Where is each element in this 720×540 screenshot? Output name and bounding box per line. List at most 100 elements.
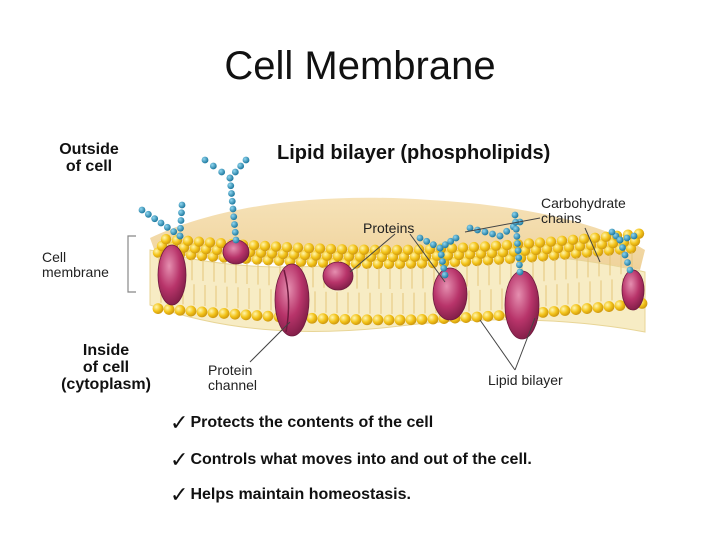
protein-blob [157,244,187,306]
bullet-text: Helps maintain homeostasis. [190,486,411,503]
sugar-bead [144,210,152,218]
lipid-head [339,313,351,325]
lipid-head [251,310,263,321]
protein-blob [222,239,250,265]
sugar-bead [170,228,178,236]
protein-blob [322,261,354,291]
inside-line-3: (cytoplasm) [61,376,151,393]
lipid-head [416,314,428,325]
checkmark-icon: ✓ [170,482,189,507]
lipid-head [317,313,329,325]
lipid-head [229,308,241,320]
cell-membrane-label: Cell membrane [42,250,109,280]
sugar-bead [423,237,431,245]
lipid-head [259,240,271,252]
lipid-head [614,300,626,311]
sugar-bead [231,228,239,236]
sugar-bead [176,232,184,240]
lipid-head [196,306,208,318]
channel-line-1: Protein [208,362,253,378]
sugar-bead [226,174,234,182]
lipid-head [600,231,612,243]
lipid-head [402,244,414,256]
lipid-head [336,244,348,255]
lipid-head [567,234,579,246]
lipid-head [468,241,480,253]
lipid-head [328,313,340,325]
lipid-head [306,312,318,324]
page-title: Cell Membrane [224,44,496,88]
lipid-head [185,305,197,317]
carb-leader-1 [584,227,601,263]
inside-line-1: Inside [82,342,130,359]
sugar-bead [436,244,444,252]
channel-line-2: channel [208,377,258,393]
lipid-head [292,242,304,253]
lipid-head [460,312,472,323]
lipid-head [548,306,560,317]
lipid-bilayer-label: Lipid bilayer [488,372,563,388]
lipid-head [570,304,582,315]
sugar-bead [619,244,626,251]
lipid-head [303,242,315,254]
lipid-head [589,232,601,244]
outside-line-1: Outside [59,141,119,158]
lipid-head [482,310,494,322]
sugar-bead [231,168,239,176]
proteins-leader-1 [349,233,396,273]
lipid-head [559,305,571,316]
lipid-head [347,244,359,255]
lipid-head [270,241,282,252]
carb-line-1: Carbohydrate [541,195,626,211]
lipid-head [534,237,546,248]
sugar-bead [163,223,171,231]
sugar-bead [218,168,226,176]
lipid-head [325,243,337,255]
lipid-head [163,304,175,315]
lipid-head [240,309,252,321]
lipid-head [394,314,406,326]
lipid-head [182,235,194,247]
sugar-bead [440,264,448,272]
lipid-head [603,301,615,312]
sugar-bead [512,225,520,233]
carb-leader-2 [464,217,541,233]
lipid-head [372,314,384,326]
protein-blob [621,269,645,311]
lipid-head [581,303,593,314]
lipid-head [204,237,216,248]
checkmark-icon: ✓ [170,410,189,435]
lipid-head [193,236,205,247]
channel-leader [249,321,291,363]
lipid-head [493,310,505,322]
sugar-bead [513,232,521,240]
lipid-head [523,238,535,249]
sugar-bead [511,211,519,219]
sugar-bead [515,261,523,269]
lipid-head [160,234,172,245]
lipid-head [358,244,370,255]
lipid-head [537,306,549,318]
proteins-label: Proteins [363,220,415,236]
lipid-head [350,314,362,325]
inside-line-2: of cell [82,359,130,376]
checkmark-icon: ✓ [170,447,189,472]
bilayer-leader-2 [514,317,536,371]
cell-membrane-line-2: membrane [42,264,109,280]
sugar-bead [178,209,185,217]
protein-blob [274,263,310,337]
bullet-item: ✓ Helps maintain homeostasis. [170,482,411,507]
sugar-bead [416,234,424,242]
sugar-bead [441,271,449,279]
sugar-bead [516,268,524,276]
bilayer-leader-1 [479,319,516,371]
bullet-text: Controls what moves into and out of the … [190,451,532,468]
membrane-bracket [127,235,136,293]
sugar-bead [232,236,240,244]
sugar-bead [514,240,521,247]
sugar-bead [151,215,159,223]
lipid-head [490,240,502,252]
outside-line-2: of cell [65,158,113,175]
sugar-bead [178,201,186,209]
